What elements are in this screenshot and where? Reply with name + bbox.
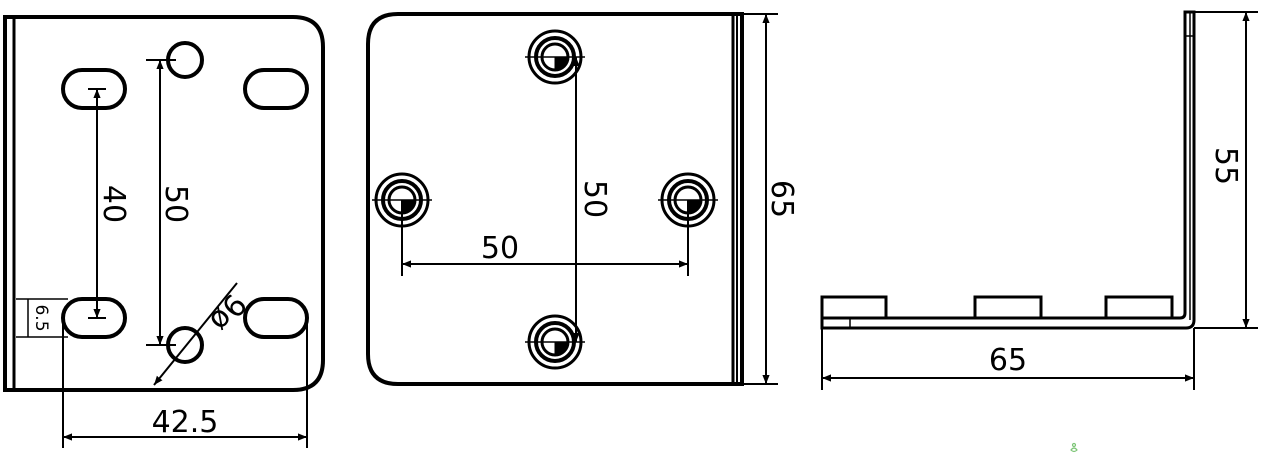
label-diameter: 9ø [202,287,253,338]
countersunk-hole-bottom [525,314,585,370]
dimension-65-side [821,328,1195,390]
dimension-65-top [742,13,778,385]
front-view [3,15,325,448]
top-plate-outline [366,12,744,386]
slot-bottom-right [243,297,309,339]
label-40: 40 [96,185,131,223]
label-50-front: 50 [158,185,193,223]
dimension-50-top-horizontal [401,200,689,276]
top-view [366,12,778,386]
label-50-top-horizontal: 50 [481,231,519,266]
label-55: 55 [1208,147,1243,185]
dimension-diameter-leader [153,282,238,386]
label-50-top-vertical: 50 [577,180,612,218]
dimension-40 [88,88,106,319]
dimension-42.5 [62,318,308,448]
dimension-6.5 [16,298,68,338]
slot-top-right [243,68,309,110]
label-42.5: 42.5 [152,405,219,440]
watermark-mark [1070,442,1078,453]
dimension-50-front [146,59,176,346]
dimension-55 [1194,11,1258,329]
angle-bracket-profile [820,10,1196,330]
countersunk-bosses [820,295,1174,328]
side-view [820,10,1258,453]
label-65-side: 65 [989,343,1027,378]
label-65-top: 65 [764,180,799,218]
label-6.5: 6.5 [31,304,51,331]
front-plate-outline [3,15,325,392]
